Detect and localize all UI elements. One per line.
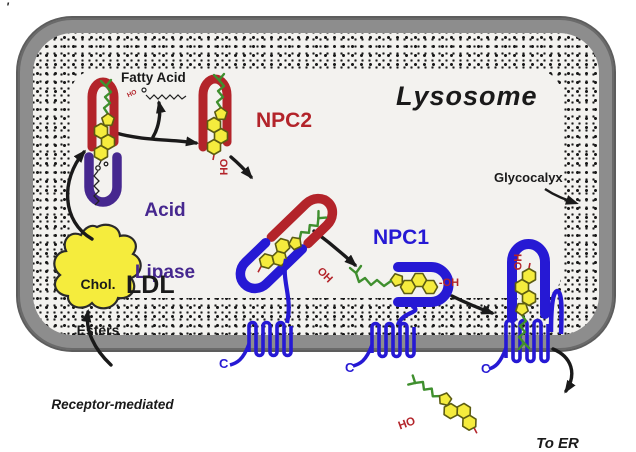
cholesterol-molecule-npc1 — [389, 272, 439, 295]
oh-label-npc1: -OH — [438, 277, 460, 290]
lysosome-lumen — [70, 70, 562, 298]
npc1-ntd-linker-2 — [395, 304, 418, 326]
to-er-caption: To ER Membrane — [536, 435, 579, 452]
coil2-c-tail — [352, 344, 374, 368]
npc1-membrane-coil-3 — [504, 318, 550, 364]
npc1-label: NPC1 — [373, 226, 430, 249]
npc2-label: NPC2 — [256, 109, 313, 132]
acid-lipase-pocket — [84, 152, 122, 207]
c-terminus-label-2: C — [345, 360, 355, 375]
cholesterol-molecule-membrane — [514, 262, 537, 351]
glycocalyx-label: Glycocalyx — [494, 170, 563, 185]
cholesterol-molecule-npc2 — [206, 72, 229, 161]
arrow-npc2-handoff — [229, 155, 253, 180]
c-terminus-label-3: C — [481, 361, 491, 376]
arrow-glycocalyx — [544, 188, 579, 205]
npc1-ntd-pocket-tilted — [235, 237, 308, 294]
sterol-chain-npc1 — [348, 264, 393, 288]
npc1-membrane-coil-2 — [370, 321, 416, 359]
ho-label-membrane: HO — [510, 253, 523, 271]
arrow-lipase-to-npc2 — [114, 131, 199, 147]
cholesteryl-ester-molecule — [93, 78, 116, 206]
oh-label-npc2: OH — [216, 158, 229, 176]
arrow-fatty-acid-release — [151, 100, 166, 139]
acid-lipase-label: Acid Lipase — [134, 200, 196, 283]
npc2-npc1-handoff-complex — [235, 193, 338, 294]
npc1-ntd-pocket — [393, 262, 454, 307]
endocytosis-caption: Receptor-mediated Endocytosis of LDL — [51, 397, 174, 452]
npc1-membrane-pocket — [507, 239, 550, 323]
arrow-endocytosis — [81, 309, 113, 367]
glycocalyx-dotted-band — [33, 33, 599, 335]
npc1-membrane-coil-1 — [247, 320, 293, 358]
chol-esters-label: Chol. Esters — [76, 276, 120, 338]
npc2-pocket-3 — [266, 193, 338, 249]
arrow-npc1-transfer — [450, 294, 495, 315]
c-terminus-label-1: C — [219, 356, 229, 371]
npc1-hairpin-loop — [548, 288, 564, 335]
lysosome-membrane — [18, 18, 614, 350]
fatty-acid-label: Fatty Acid — [121, 70, 186, 85]
arrow-to-er — [551, 347, 576, 394]
cholesterol-molecule-free — [406, 374, 484, 434]
npc1-ntd-linker-1 — [282, 258, 291, 324]
corner-mark: ' — [6, 0, 9, 14]
coil3-c-tail — [488, 347, 508, 371]
ldl-particle-blob — [53, 223, 142, 310]
npc2-pocket-2 — [198, 74, 232, 152]
arrow-ldl-to-lipase — [65, 149, 94, 241]
ldl-label: LDL — [126, 271, 175, 299]
cholesterol-molecule-handoff — [256, 209, 328, 277]
lysosome-title: Lysosome — [396, 81, 538, 111]
fatty-acid-molecule — [141, 87, 187, 100]
coil1-c-tail — [229, 343, 251, 367]
